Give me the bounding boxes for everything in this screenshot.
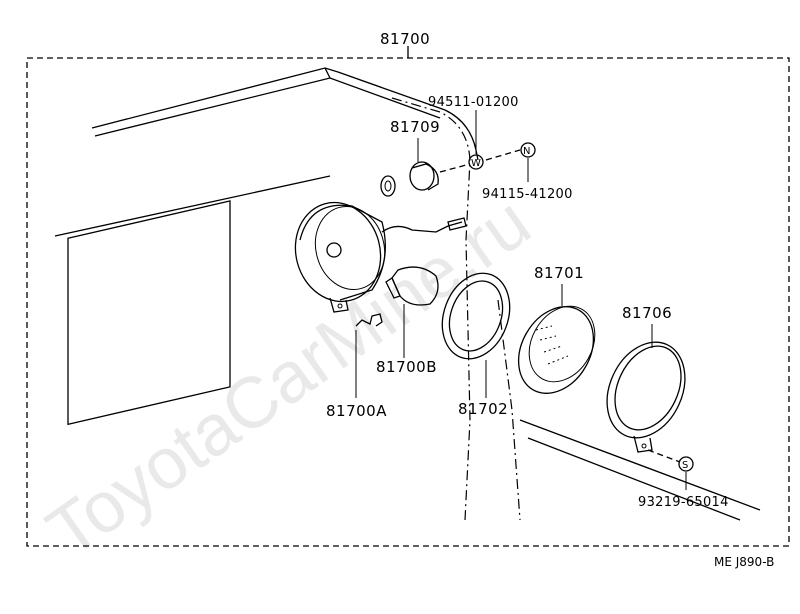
- label-assembly: 81700: [380, 30, 430, 48]
- label-socket: 81709: [390, 118, 440, 136]
- gasket-part: 81702: [441, 272, 511, 418]
- lamp-housing: [294, 201, 467, 313]
- label-lens: 81701: [534, 264, 584, 282]
- nut-part: N 94115-41200: [482, 142, 573, 202]
- diagram-code: ME J890-B: [714, 555, 774, 569]
- label-screw-top: 94511-01200: [428, 95, 519, 110]
- socket-part: 81709: [380, 118, 440, 197]
- bracket-part: 81700A: [326, 313, 387, 420]
- label-rim: 81706: [622, 304, 672, 322]
- body-window: [67, 200, 231, 426]
- rim-part: 81706: [606, 304, 686, 453]
- label-bulb: 81700B: [376, 358, 437, 376]
- label-nut: 94115-41200: [482, 187, 573, 202]
- watermark-text: ToyotaCarMine.ru: [33, 182, 544, 573]
- symbol-nut: N: [523, 146, 530, 157]
- washer-part: W 94511-01200: [428, 95, 519, 170]
- label-bracket: 81700A: [326, 402, 387, 420]
- lens-part: 81701: [517, 264, 596, 394]
- body-panel: [54, 67, 761, 521]
- symbol-screw: S: [682, 460, 688, 471]
- label-screw-bottom: 93219-65014: [638, 495, 729, 510]
- screw-bottom-part: S 93219-65014: [638, 449, 729, 510]
- bulb-part: 81700B: [376, 266, 439, 376]
- symbol-washer: W: [471, 158, 481, 169]
- label-gasket: 81702: [458, 400, 508, 418]
